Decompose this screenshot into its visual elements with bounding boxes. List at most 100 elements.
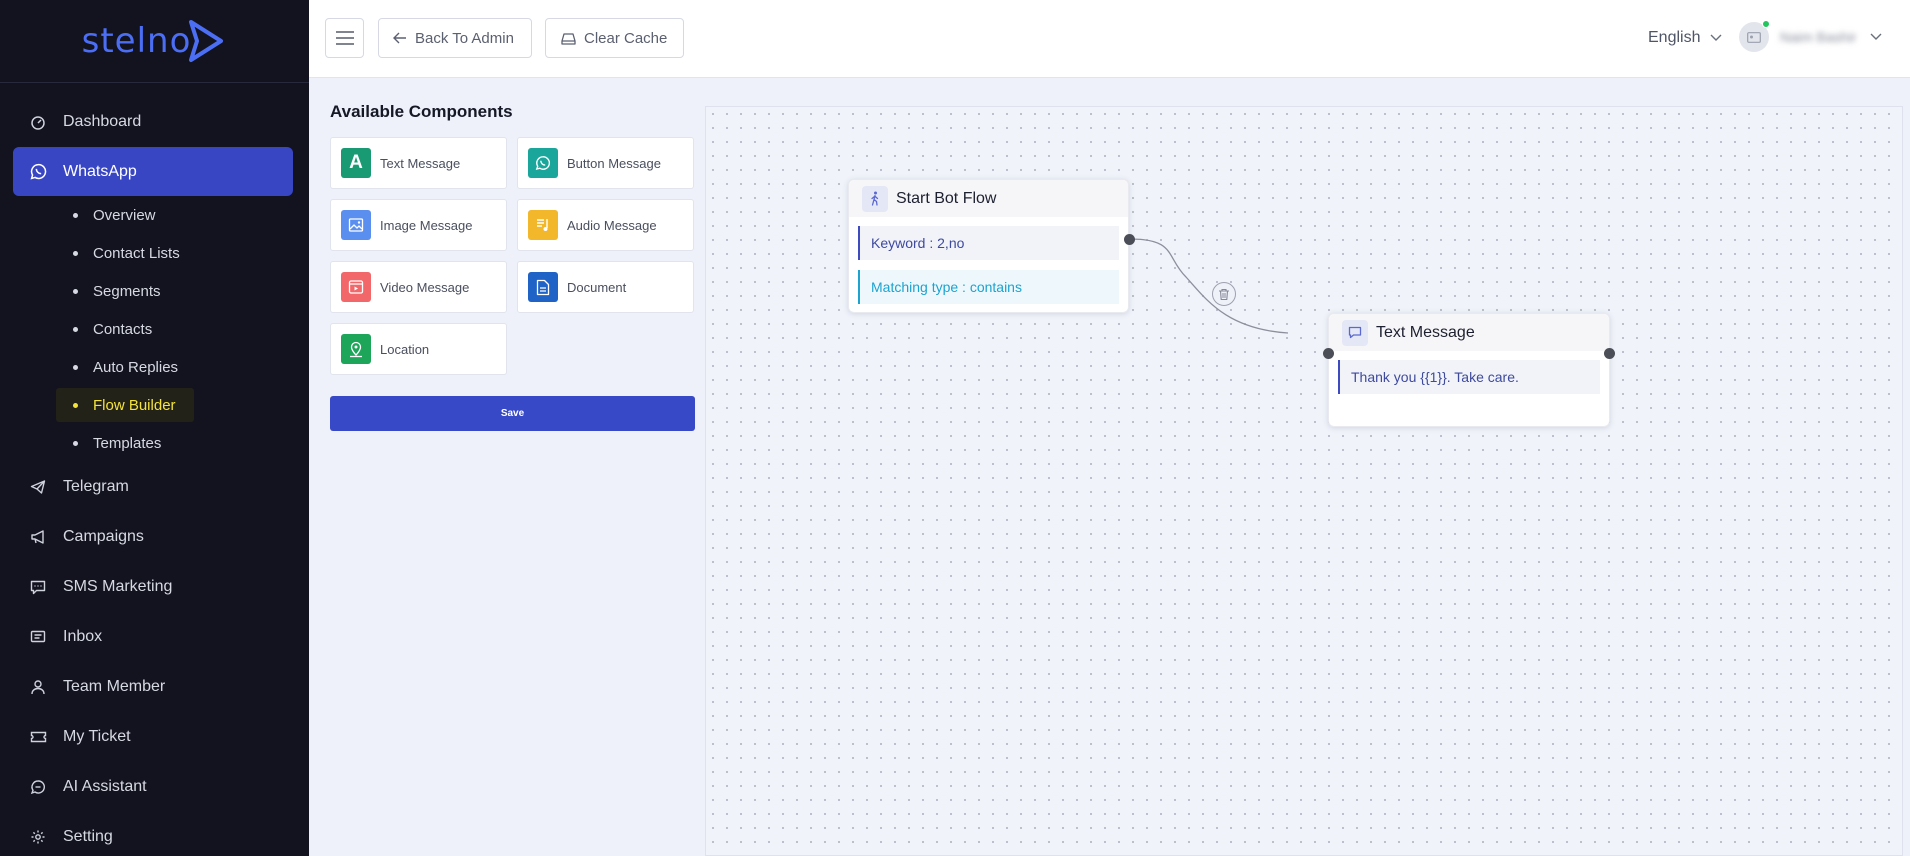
component-document[interactable]: Document [517, 261, 694, 313]
component-video-message[interactable]: Video Message [330, 261, 507, 313]
submenu-item-contacts[interactable]: Contacts [0, 310, 309, 348]
megaphone-icon [28, 527, 48, 547]
document-icon [528, 272, 558, 302]
start-bot-flow-node[interactable]: Start Bot Flow Keyword : 2,no Matching t… [848, 179, 1129, 313]
sidebar-item-label: Team Member [63, 678, 166, 695]
text-icon: A [341, 148, 371, 178]
ticket-icon [28, 727, 48, 747]
sidebar-item-label: Inbox [63, 628, 103, 645]
component-label: Text Message [380, 155, 461, 171]
play-arrow-logo-icon [189, 20, 224, 62]
submenu-label: Contact Lists [93, 244, 180, 262]
online-status-dot [1762, 20, 1770, 28]
component-label: Document [567, 279, 627, 295]
sidebar-item-dashboard[interactable]: Dashboard [0, 97, 295, 147]
button-icon [528, 148, 558, 178]
topbar: Back To Admin Clear Cache English Naim B… [309, 0, 1910, 78]
delete-edge-icon[interactable] [1212, 282, 1236, 306]
submenu-label: Overview [93, 206, 156, 224]
sidebar-item-label: Telegram [63, 478, 129, 495]
node-title: Start Bot Flow [896, 189, 997, 207]
sidebar-item-label: AI Assistant [63, 778, 147, 795]
submenu-label: Contacts [93, 320, 153, 338]
avatar [1739, 20, 1770, 52]
save-button[interactable]: Save [330, 396, 695, 431]
output-handle[interactable] [1124, 234, 1135, 245]
back-to-admin-label: Back To Admin [415, 29, 514, 47]
telegram-icon [28, 477, 48, 497]
eraser-icon [561, 32, 576, 45]
component-image-message[interactable]: Image Message [330, 199, 507, 251]
location-icon [341, 334, 371, 364]
sidebar-item-label: My Ticket [63, 728, 131, 745]
sidebar-item-telegram[interactable]: Telegram [0, 462, 295, 512]
user-card-icon [1747, 31, 1761, 43]
whatsapp-icon [28, 162, 48, 182]
clear-cache-label: Clear Cache [584, 29, 668, 47]
sidebar-item-sms-marketing[interactable]: SMS Marketing [0, 562, 295, 612]
component-label: Video Message [380, 279, 470, 295]
submenu-item-auto-replies[interactable]: Auto Replies [0, 348, 309, 386]
sidebar-item-inbox[interactable]: Inbox [0, 612, 295, 662]
component-text-message[interactable]: A Text Message [330, 137, 507, 189]
brand-name: stelno [81, 21, 192, 61]
submenu-label: Auto Replies [93, 358, 179, 376]
inbox-icon [28, 627, 48, 647]
submenu-item-templates[interactable]: Templates [0, 424, 309, 462]
whatsapp-submenu: Overview Contact Lists Segments Contacts… [0, 196, 309, 462]
user-icon [28, 677, 48, 697]
chat-bubble-icon [1342, 319, 1368, 346]
back-to-admin-button[interactable]: Back To Admin [378, 18, 532, 58]
input-handle[interactable] [1323, 348, 1334, 359]
message-field: Thank you {{1}}. Take care. [1338, 360, 1600, 394]
component-label: Location [380, 341, 430, 357]
walking-person-icon [862, 185, 888, 212]
component-label: Button Message [567, 155, 661, 171]
sidebar-item-setting[interactable]: Setting [0, 812, 295, 856]
submenu-item-flow-builder[interactable]: Flow Builder [0, 386, 309, 424]
output-handle[interactable] [1604, 348, 1615, 359]
component-label: Image Message [380, 217, 473, 233]
language-selector[interactable]: English [1648, 29, 1722, 47]
flow-edge[interactable] [706, 107, 1904, 856]
keyword-field: Keyword : 2,no [858, 226, 1119, 260]
logo[interactable]: stelno [0, 0, 309, 83]
arrow-left-icon [393, 32, 407, 44]
audio-icon [528, 210, 558, 240]
menu-toggle-button[interactable] [325, 18, 364, 58]
submenu-item-contact-lists[interactable]: Contact Lists [0, 234, 309, 272]
components-panel-title: Available Components [330, 102, 513, 121]
flow-canvas[interactable]: Start Bot Flow Keyword : 2,no Matching t… [705, 106, 1903, 856]
hamburger-icon [335, 31, 354, 45]
submenu-label: Flow Builder [93, 396, 176, 414]
submenu-label: Templates [93, 434, 162, 452]
sms-icon [28, 577, 48, 597]
dashboard-icon [28, 112, 48, 132]
node-header: Start Bot Flow [849, 180, 1128, 217]
chevron-down-icon [1870, 33, 1882, 40]
language-label: English [1648, 29, 1701, 46]
component-button-message[interactable]: Button Message [517, 137, 694, 189]
sidebar-item-team-member[interactable]: Team Member [0, 662, 295, 712]
sidebar-item-label: Setting [63, 828, 113, 845]
submenu-item-overview[interactable]: Overview [0, 196, 309, 234]
text-message-node[interactable]: Text Message Thank you {{1}}. Take care. [1328, 313, 1610, 427]
sidebar-item-whatsapp[interactable]: WhatsApp [13, 147, 293, 196]
sidebar-item-label: SMS Marketing [63, 578, 173, 595]
ai-chat-icon [28, 777, 48, 797]
component-audio-message[interactable]: Audio Message [517, 199, 694, 251]
gear-icon [28, 827, 48, 847]
submenu-label: Segments [93, 282, 161, 300]
sidebar-item-label: WhatsApp [63, 162, 137, 180]
sidebar-item-my-ticket[interactable]: My Ticket [0, 712, 295, 762]
submenu-item-segments[interactable]: Segments [0, 272, 309, 310]
user-menu[interactable]: Naim Bashir [1739, 20, 1882, 52]
sidebar-item-ai-assistant[interactable]: AI Assistant [0, 762, 295, 812]
matching-type-field: Matching type : contains [858, 270, 1119, 304]
user-name: Naim Bashir [1780, 29, 1857, 45]
sidebar-item-campaigns[interactable]: Campaigns [0, 512, 295, 562]
node-title: Text Message [1376, 323, 1475, 341]
sidebar-item-label: Dashboard [63, 113, 142, 130]
component-location[interactable]: Location [330, 323, 507, 375]
clear-cache-button[interactable]: Clear Cache [545, 18, 684, 58]
